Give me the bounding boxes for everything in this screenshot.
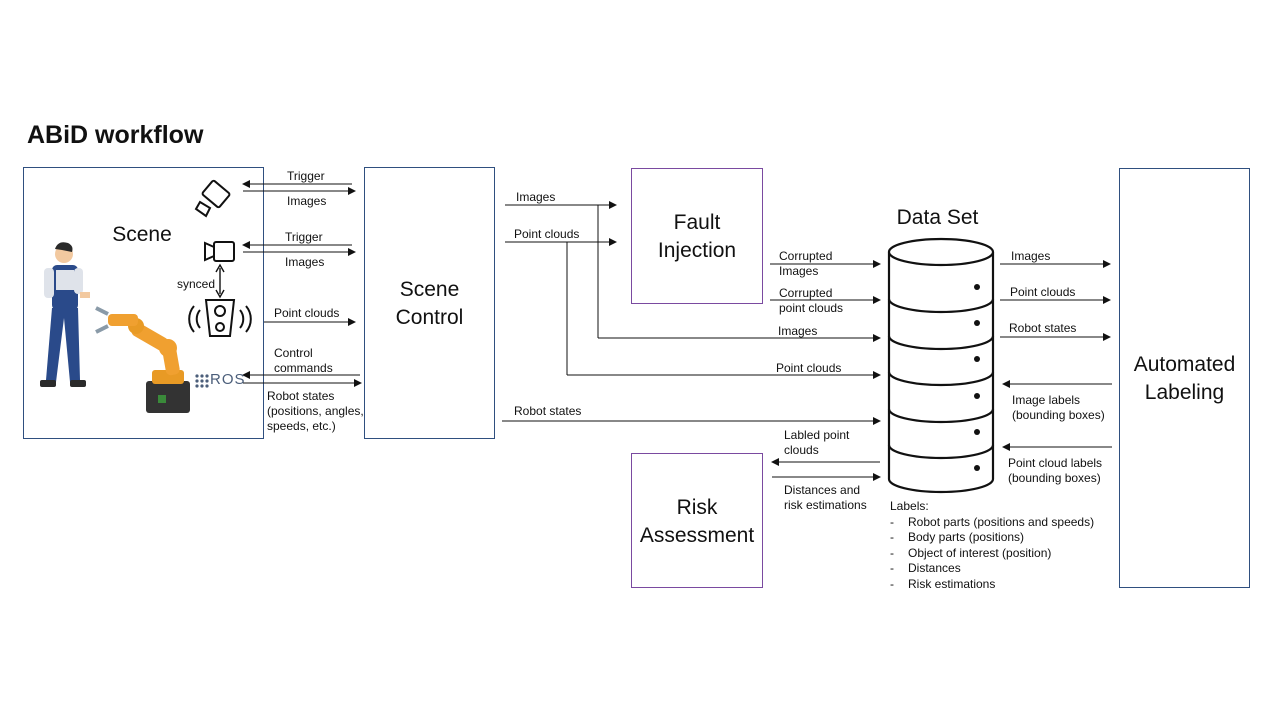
- camera-icon: [194, 179, 231, 218]
- edge-label-point-clouds-sc: Point clouds: [514, 227, 580, 241]
- edge-label-point-clouds-al: Point clouds: [1010, 285, 1076, 299]
- labels-item: -Distances: [890, 561, 961, 575]
- database-icon: [887, 237, 995, 494]
- labels-heading: Labels:: [890, 499, 929, 513]
- scene-control-box: [364, 167, 495, 439]
- edge-label-point-clouds-ds: Point clouds: [776, 361, 842, 375]
- robot-arm-illustration: [95, 306, 190, 413]
- video-camera-icon: [204, 241, 235, 262]
- ros-logo-icon: [195, 374, 209, 388]
- database-dots: [974, 284, 980, 471]
- data-set-label: Data Set: [896, 206, 979, 229]
- page-title: ABiD workflow: [27, 121, 204, 149]
- edge-label-images-1: Images: [287, 194, 327, 208]
- edge-label-image-labels: Image labels(bounding boxes): [1012, 393, 1105, 422]
- labels-list: Labels: -Robot parts (positions and spee…: [890, 499, 1094, 592]
- edge-label-point-cloud-labels: Point cloud labels(bounding boxes): [1008, 456, 1103, 485]
- edge-label-robot-states-sc: Robot states: [514, 404, 582, 418]
- labels-item: -Object of interest (position): [890, 545, 1052, 560]
- synced-label: synced: [177, 277, 216, 291]
- edge-label-point-clouds: Point clouds: [274, 306, 340, 320]
- fault-injection-box: [631, 168, 763, 304]
- edge-label-images-sc: Images: [516, 190, 556, 204]
- labels-item: -Body parts (positions): [890, 530, 1025, 544]
- edge-label-images-al: Images: [1011, 249, 1051, 263]
- labels-item: -Risk estimations: [890, 576, 996, 591]
- synced-arrow-icon: [215, 263, 225, 299]
- edge-label-images-2: Images: [285, 255, 325, 269]
- edge-label-trigger-2: Trigger: [285, 230, 323, 244]
- risk-assessment-box: [631, 453, 763, 588]
- scene-label: Scene: [112, 223, 172, 246]
- edge-label-robot-states: Robot states(positions, angles,speeds, e…: [267, 389, 364, 433]
- labels-item: -Robot parts (positions and speeds): [890, 514, 1095, 529]
- worker-illustration: [40, 242, 90, 387]
- automated-labeling-box: [1119, 168, 1250, 588]
- lidar-sensor-icon: [188, 299, 252, 337]
- edge-label-images-ds: Images: [778, 324, 818, 338]
- scene-box: [23, 167, 264, 439]
- edge-label-trigger-1: Trigger: [287, 169, 325, 183]
- edge-label-robot-states-al: Robot states: [1009, 321, 1077, 335]
- ros-label: ROS: [210, 371, 246, 388]
